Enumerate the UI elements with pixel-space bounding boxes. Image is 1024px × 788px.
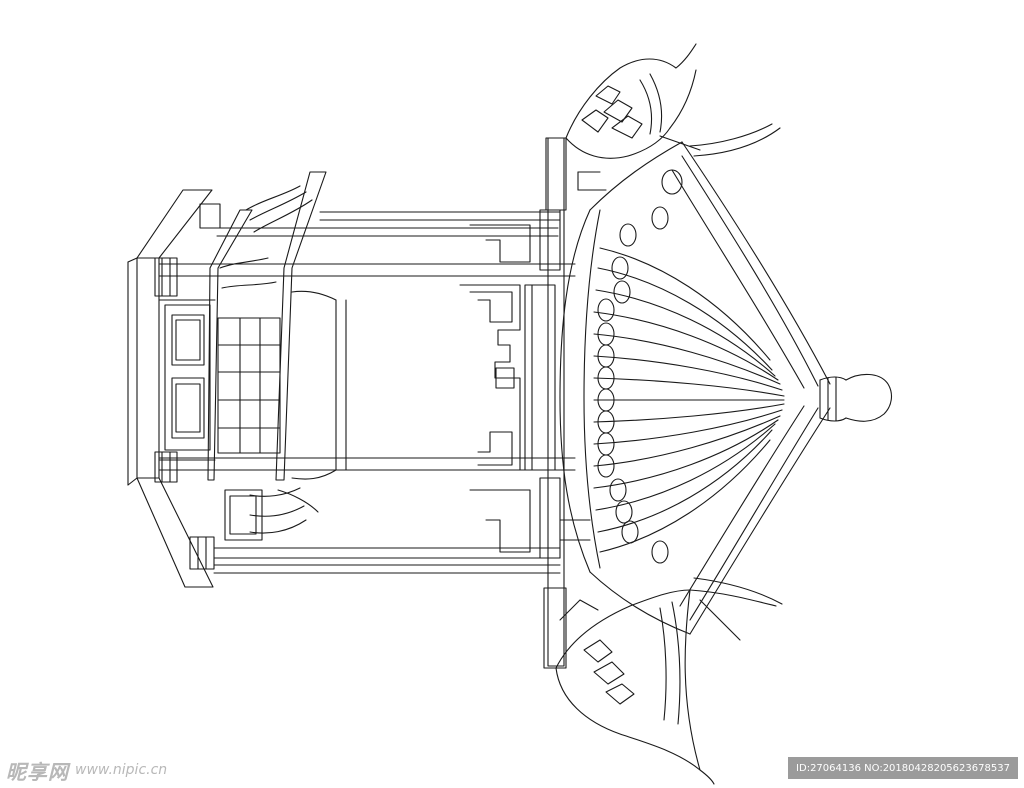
columns xyxy=(158,211,576,574)
lattice-fretwork xyxy=(459,224,531,553)
roof-body xyxy=(559,141,831,635)
watermark-url: www.nipic.cn xyxy=(75,762,168,778)
watermark-logo: 昵享网 www.nipic.cn xyxy=(6,756,167,784)
rails xyxy=(207,137,565,667)
upper-braces xyxy=(219,185,337,541)
tile-end-caps xyxy=(597,169,683,564)
lower-eave xyxy=(555,577,783,785)
roof-finial xyxy=(819,373,893,422)
base-platform xyxy=(127,189,216,588)
bench-panels xyxy=(164,304,281,454)
roof-tiles xyxy=(593,247,785,553)
back-wall xyxy=(543,137,607,669)
upper-eave xyxy=(565,43,781,159)
image-id-text: ID:27064136 NO:20180428205623678537 xyxy=(796,762,1010,774)
watermark-logo-text: 昵享网 xyxy=(6,759,69,784)
image-id-badge: ID:27064136 NO:20180428205623678537 xyxy=(788,757,1018,779)
